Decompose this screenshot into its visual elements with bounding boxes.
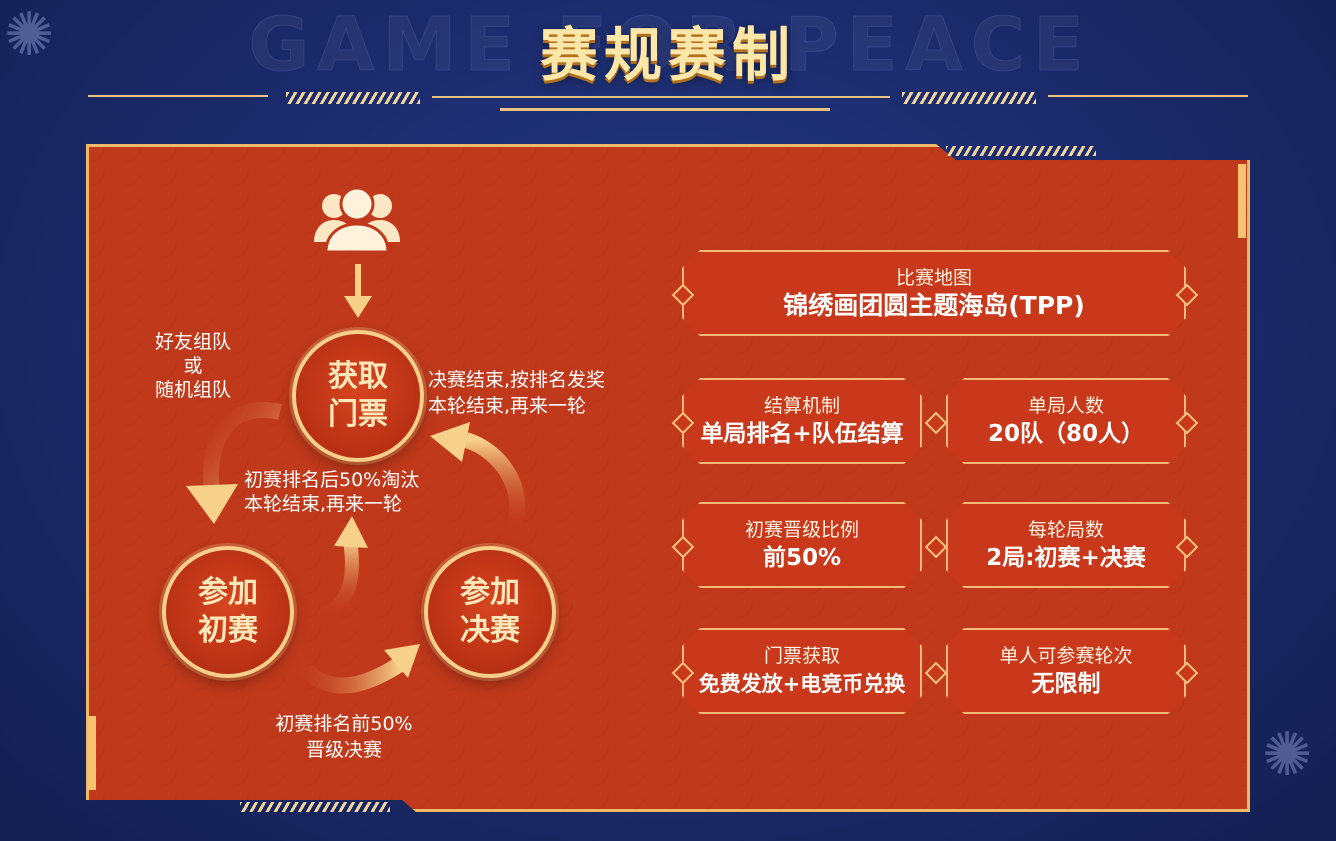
card-settlement: 结算机制 单局排名+队伍结算 (682, 378, 922, 464)
card-rounds-per-player: 单人可参赛轮次 无限制 (946, 628, 1186, 714)
card-value: 无限制 (1031, 671, 1101, 697)
prelim-promote-note-line2: 晋级决赛 (305, 739, 382, 761)
panel-stripe-bottom (240, 802, 390, 812)
card-label: 门票获取 (763, 645, 840, 667)
page-title: 赛规赛制 (539, 21, 796, 89)
card-matches-per-round: 每轮局数 2局:初赛+决赛 (946, 502, 1186, 588)
card-value: 2局:初赛+决赛 (986, 545, 1146, 571)
title-divider-center (432, 96, 890, 98)
title-divider-right (1048, 95, 1248, 97)
final-end-note-line1: 决赛结束,按排名发奖 (428, 369, 606, 391)
prelim-elim-note-line2: 本轮结束,再来一轮 (244, 493, 403, 515)
final-end-note-line2: 本轮结束,再来一轮 (428, 395, 587, 417)
card-promotion-ratio: 初赛晋级比例 前50% (682, 502, 922, 588)
title-stripe-right (902, 92, 1036, 104)
title-stripe-left (286, 92, 420, 104)
firework-decoration-icon: ✺ (1262, 720, 1313, 790)
card-label: 比赛地图 (895, 267, 972, 289)
join-final-label: 参加 决赛 (460, 575, 520, 648)
card-value: 锦绣画团圆主题海岛(TPP) (783, 291, 1085, 320)
card-value: 免费发放+电竞币兑换 (698, 672, 906, 696)
get-ticket-label: 获取 门票 (328, 359, 388, 432)
card-value: 前50% (762, 545, 842, 571)
prelim-elim-note-line1: 初赛排名后50%淘汰 (244, 469, 420, 491)
prelim-promote-note-line1: 初赛排名前50% (275, 713, 413, 735)
panel-corner-right (1238, 164, 1246, 238)
join-preliminary-circle: 参加 初赛 (162, 546, 294, 678)
arrow-down-icon (344, 264, 372, 318)
card-ticket-acquisition: 门票获取 免费发放+电竞币兑换 (682, 628, 922, 714)
join-final-circle: 参加 决赛 (424, 546, 556, 678)
card-value: 单局排名+队伍结算 (700, 421, 904, 447)
card-players-per-match: 单局人数 20队（80人） (946, 378, 1186, 464)
title-divider-left (88, 95, 268, 97)
card-label: 单人可参赛轮次 (999, 645, 1133, 667)
card-value: 20队（80人） (987, 421, 1144, 447)
card-label: 初赛晋级比例 (744, 519, 859, 541)
get-ticket-circle: 获取 门票 (292, 330, 424, 462)
users-icon (314, 186, 400, 254)
card-label: 每轮局数 (1027, 519, 1104, 541)
join-preliminary-label: 参加 初赛 (198, 575, 258, 648)
background-watermark-text: GAME FOR PEACE (248, 2, 1092, 89)
card-match-map: 比赛地图 锦绣画团圆主题海岛(TPP) (682, 250, 1186, 336)
title-divider-center-lower (500, 108, 830, 111)
card-label: 单局人数 (1027, 395, 1104, 417)
card-label: 结算机制 (763, 395, 840, 417)
panel-corner-left (88, 716, 96, 790)
firework-decoration-icon: ✺ (4, 0, 55, 70)
panel-stripe-top (946, 146, 1096, 156)
team-up-note: 好友组队 或 随机组队 (154, 331, 231, 401)
